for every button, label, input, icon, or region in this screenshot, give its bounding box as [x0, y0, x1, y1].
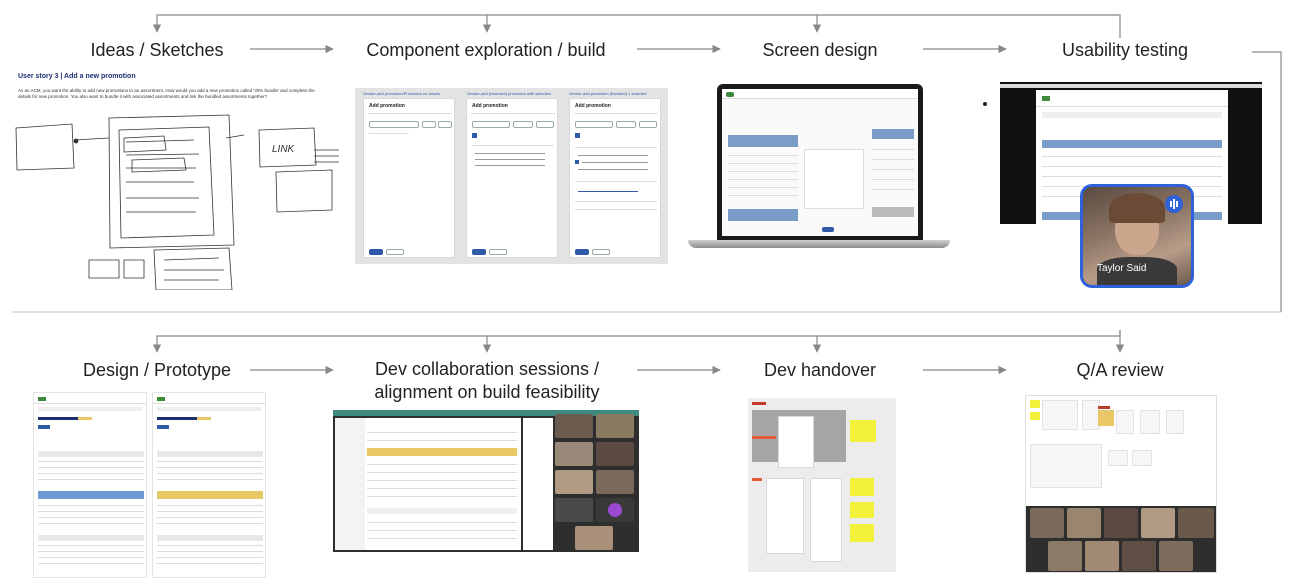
user-story-text-1: As an ACM, you want the ability to add n… — [18, 88, 315, 93]
stage-title-ideas: Ideas / Sketches — [90, 40, 224, 60]
handover-sticky-note-2 — [850, 478, 874, 496]
dev-collab-video-call-thumbnail — [333, 410, 639, 552]
handover-sticky-note-4 — [850, 524, 874, 542]
bullet-dot — [983, 102, 987, 106]
stage-title-design: Design / Prototype — [82, 360, 232, 380]
component-panel-3-title: Add promotion — [575, 103, 611, 109]
design-prototype-page-1 — [33, 392, 147, 578]
screen-design-laptop-thumbnail — [688, 84, 950, 252]
laptop-base — [688, 240, 950, 248]
participant-name-label: Taylor Said — [1097, 263, 1147, 274]
qa-review-thumbnail — [1025, 395, 1217, 573]
stage-title-screen: Screen design — [762, 40, 878, 60]
ideas-sketch-thumbnail: User story 3 | Add a new promotion As an… — [14, 70, 344, 290]
component-panel-2-title: Add promotion — [472, 103, 508, 109]
component-panel-1-add-button — [369, 249, 383, 255]
usability-testing-thumbnail: Taylor Said — [1000, 82, 1262, 288]
component-panel-1: Add promotion — [363, 98, 455, 258]
stage-title-handover: Dev handover — [763, 360, 877, 380]
component-panel-3: Add promotion — [569, 98, 661, 258]
dev-handover-thumbnail — [748, 398, 896, 572]
user-story-text-2: details for new promotion. You also want… — [18, 94, 268, 99]
shared-screen — [335, 418, 521, 550]
component-exploration-thumbnail: Vendor-add promotion/Promotion no result… — [355, 88, 668, 264]
hand-sketch-drawing: LINK — [15, 114, 339, 290]
laptop-screen — [722, 89, 918, 236]
stage-title-devcollab: Dev collaboration sessions / alignment o… — [374, 359, 600, 402]
component-panel-2-caption: Vendor-add (reserved) promotion with sel… — [467, 91, 552, 96]
design-prototype-page-2 — [152, 392, 266, 578]
component-panel-3-caption: Vendor-add promotion (Bundled) 1 selecte… — [569, 91, 647, 96]
speaking-indicator-icon — [1165, 195, 1183, 213]
sketch-link-note: LINK — [272, 144, 296, 155]
top-feedback-bracket — [152, 14, 1121, 38]
component-panel-2: Add promotion — [466, 98, 558, 258]
stage-title-usability: Usability testing — [1061, 40, 1189, 60]
stage-title-component: Component exploration / build — [366, 40, 606, 60]
handover-sticky-note-1 — [850, 420, 876, 442]
handover-sticky-note-3 — [850, 502, 874, 518]
stage-title-qa: Q/A review — [1076, 360, 1164, 380]
row-wrap-connector — [1252, 51, 1282, 312]
component-panel-1-title: Add promotion — [369, 103, 405, 109]
user-story-title: User story 3 | Add a new promotion — [18, 73, 136, 80]
participant-video-tile: Taylor Said — [1080, 184, 1194, 288]
component-panel-1-caption: Vendor-add promotion/Promotion no result… — [363, 91, 441, 96]
